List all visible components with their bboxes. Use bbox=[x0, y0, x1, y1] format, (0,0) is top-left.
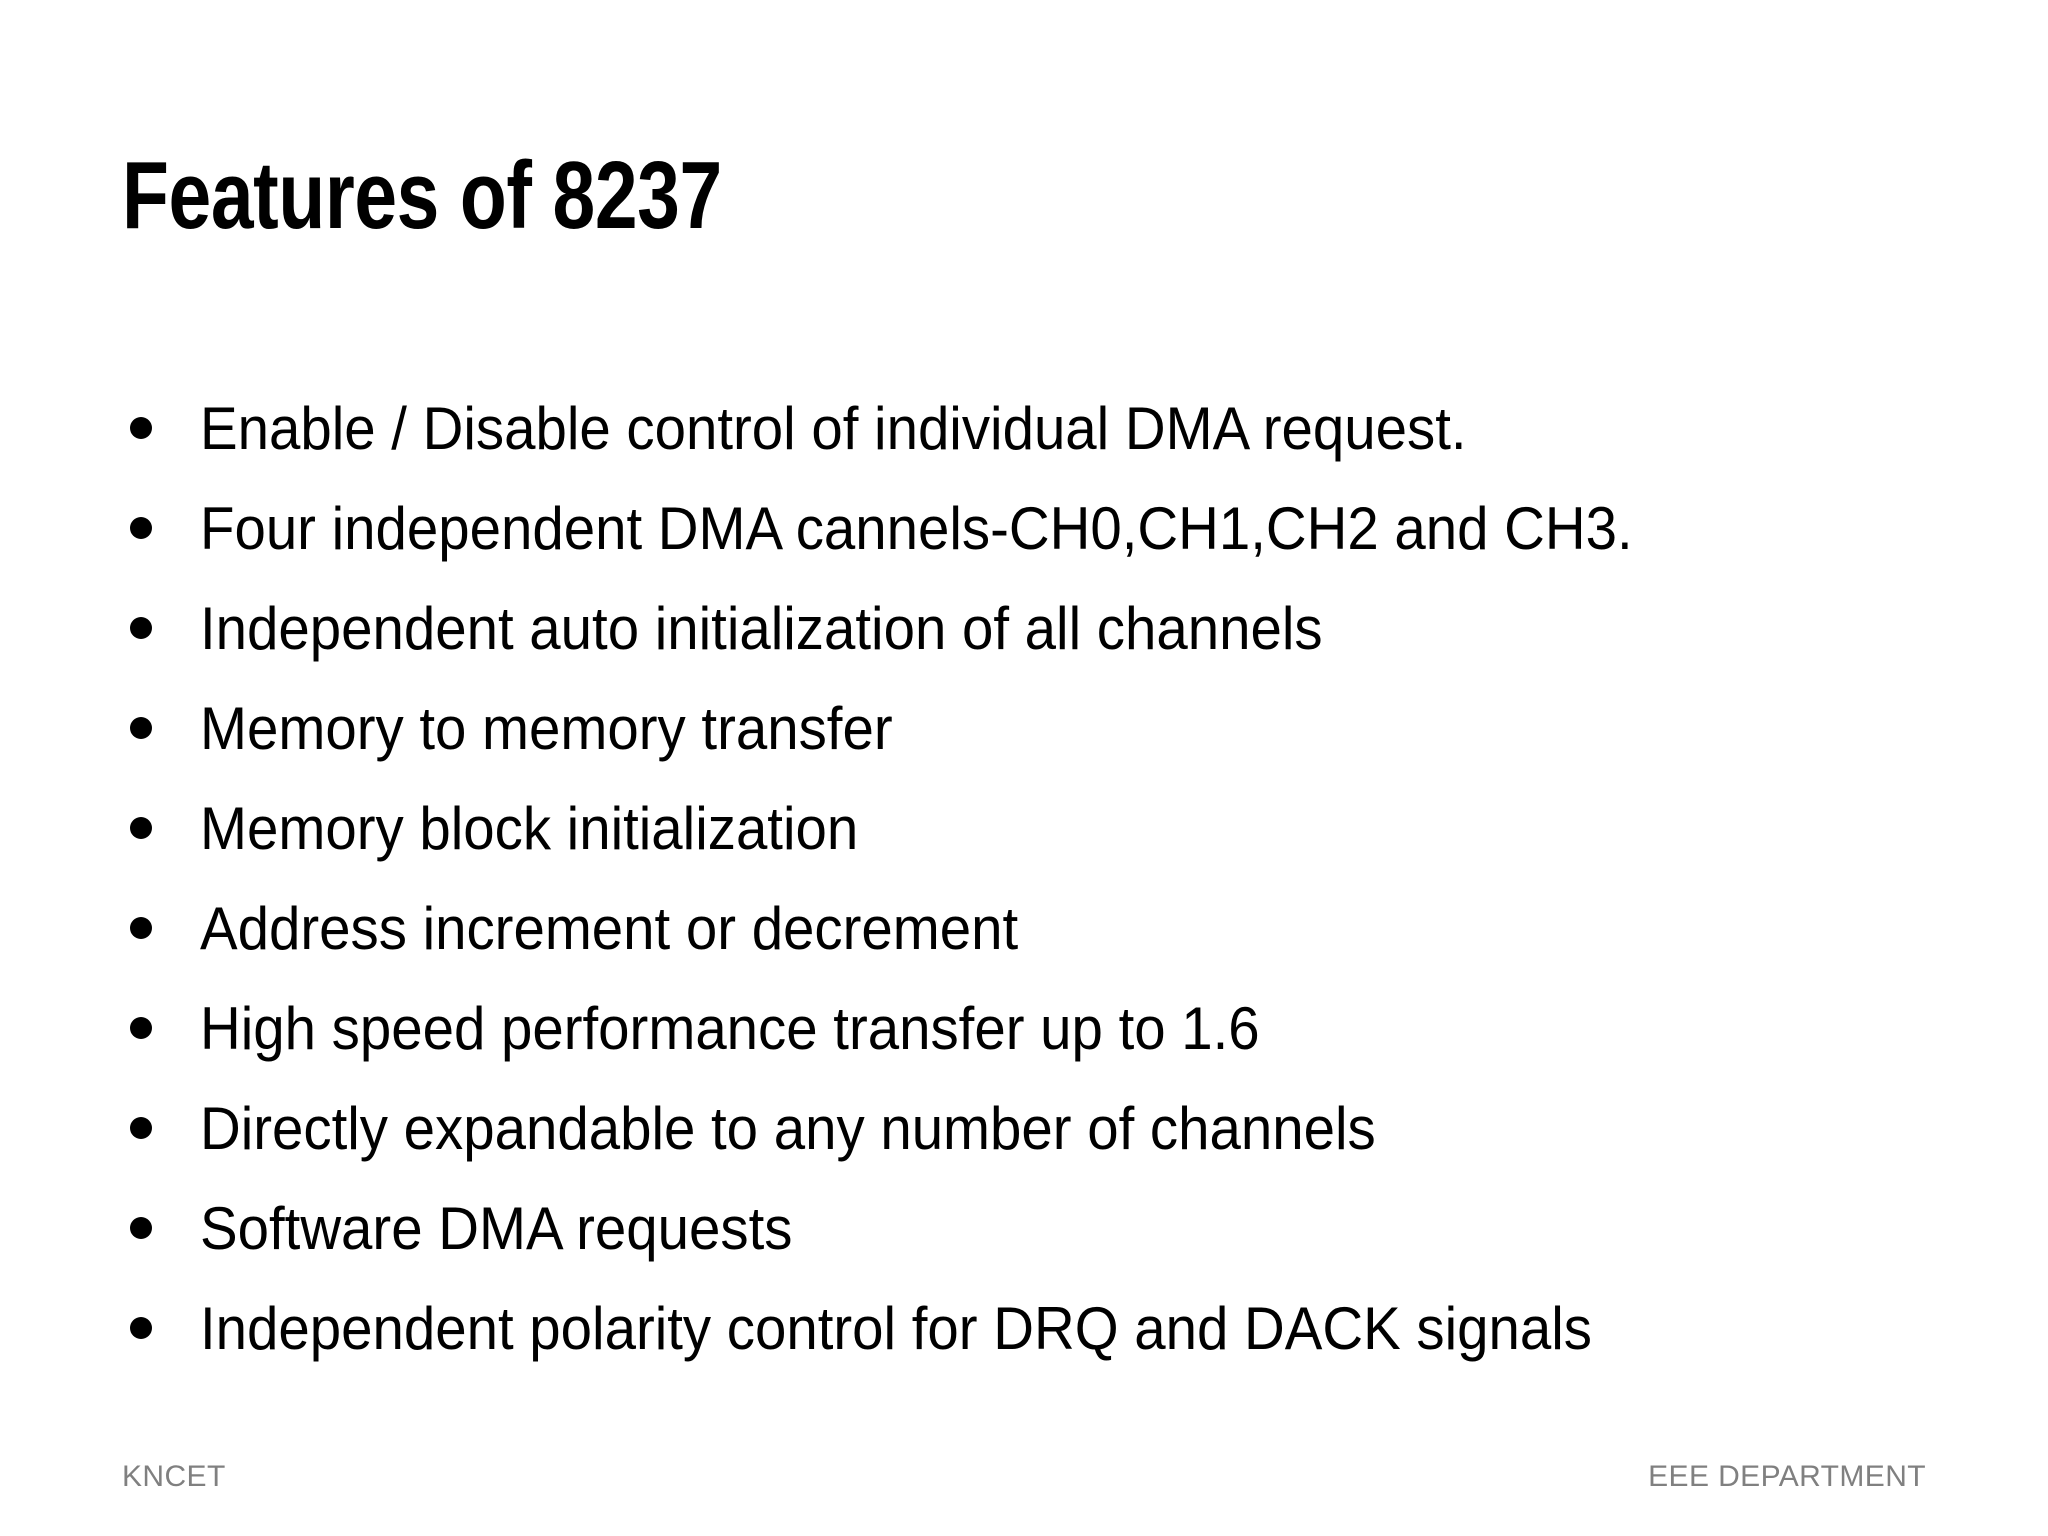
list-item: Memory to memory transfer bbox=[122, 678, 1942, 778]
list-item-label: Memory block initialization bbox=[200, 794, 859, 862]
bullet-dot-icon bbox=[130, 517, 152, 539]
list-item-label: Independent polarity control for DRQ and… bbox=[200, 1294, 1592, 1362]
list-item: Independent auto initialization of all c… bbox=[122, 578, 1942, 678]
list-item: Four independent DMA cannels-CH0,CH1,CH2… bbox=[122, 478, 1942, 578]
list-item: Address increment or decrement bbox=[122, 878, 1942, 978]
list-item: Independent polarity control for DRQ and… bbox=[122, 1278, 1942, 1378]
feature-bullet-list: Enable / Disable control of individual D… bbox=[122, 378, 1942, 1378]
bullet-dot-icon bbox=[130, 1117, 152, 1139]
list-item: Software DMA requests bbox=[122, 1178, 1942, 1278]
slide-footer: KNCET EEE DEPARTMENT bbox=[0, 1454, 2048, 1500]
list-item-label: Software DMA requests bbox=[200, 1194, 793, 1262]
page-title: Features of 8237 bbox=[122, 142, 722, 250]
list-item-label: Independent auto initialization of all c… bbox=[200, 594, 1323, 662]
list-item-label: Enable / Disable control of individual D… bbox=[200, 394, 1467, 462]
bullet-dot-icon bbox=[130, 1217, 152, 1239]
bullet-dot-icon bbox=[130, 717, 152, 739]
list-item-label: Four independent DMA cannels-CH0,CH1,CH2… bbox=[200, 494, 1633, 562]
footer-institution-label: KNCET bbox=[122, 1460, 226, 1493]
bullet-dot-icon bbox=[130, 1017, 152, 1039]
bullet-dot-icon bbox=[130, 817, 152, 839]
list-item: Memory block initialization bbox=[122, 778, 1942, 878]
list-item-label: Directly expandable to any number of cha… bbox=[200, 1094, 1376, 1162]
bullet-dot-icon bbox=[130, 1317, 152, 1339]
footer-department-label: EEE DEPARTMENT bbox=[1648, 1460, 1926, 1493]
bullet-dot-icon bbox=[130, 417, 152, 439]
bullet-dot-icon bbox=[130, 617, 152, 639]
list-item: Directly expandable to any number of cha… bbox=[122, 1078, 1942, 1178]
list-item-label: Address increment or decrement bbox=[200, 894, 1019, 962]
list-item: Enable / Disable control of individual D… bbox=[122, 378, 1942, 478]
list-item: High speed performance transfer up to 1.… bbox=[122, 978, 1942, 1078]
list-item-label: Memory to memory transfer bbox=[200, 694, 893, 762]
list-item-label: High speed performance transfer up to 1.… bbox=[200, 994, 1260, 1062]
bullet-dot-icon bbox=[130, 917, 152, 939]
